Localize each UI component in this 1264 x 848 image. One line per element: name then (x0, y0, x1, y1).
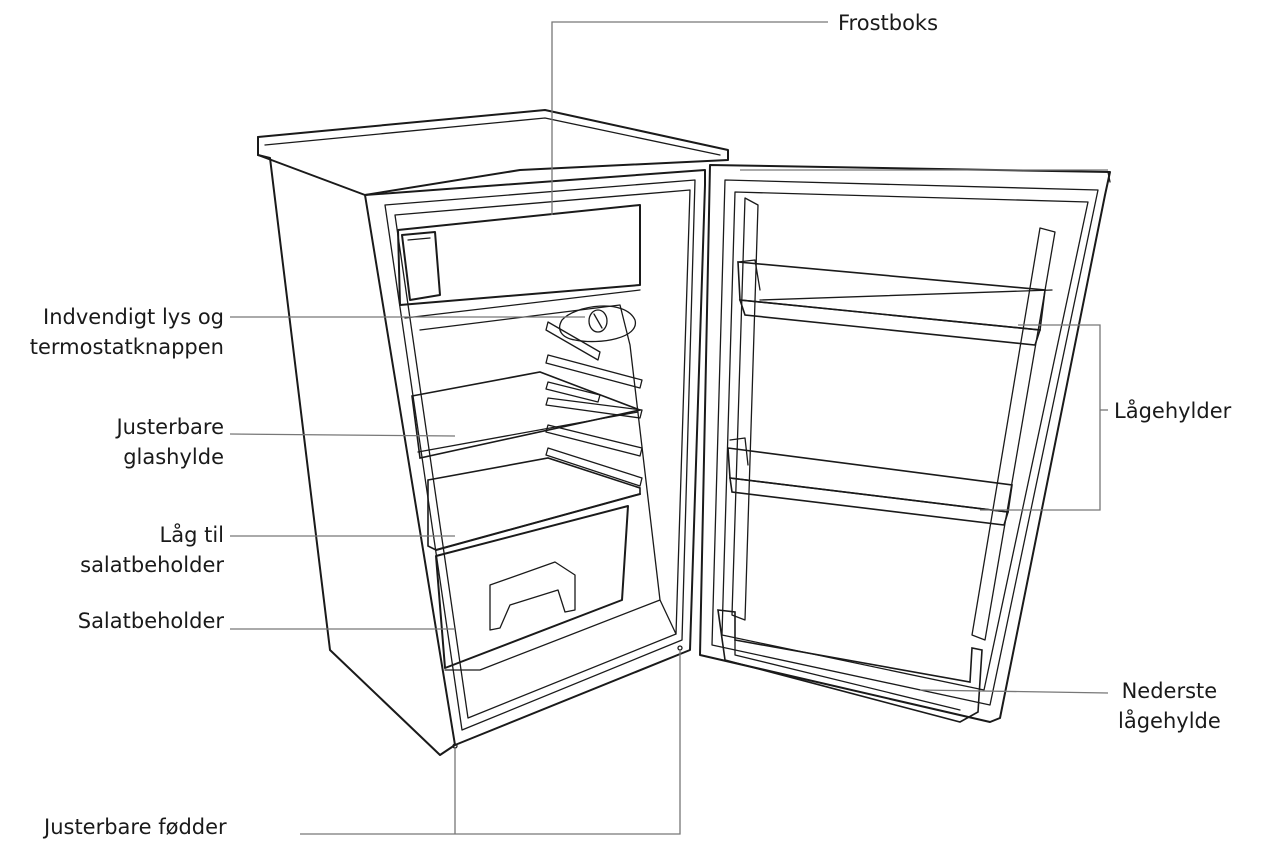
leader-bottom-shelf (920, 690, 1108, 693)
crisper-lid (428, 458, 640, 550)
label-freezer: Frostboks (838, 8, 938, 38)
label-adjustable-feet: Justerbare fødder (44, 812, 227, 842)
label-door-shelves: Lågehylder (1114, 396, 1231, 426)
label-crisper: Salatbeholder (78, 606, 224, 636)
label-bottom-door-shelf: Nederste lågehylde (1118, 676, 1221, 736)
crisper-drawer (436, 506, 628, 668)
label-crisper-lid: Låg til salatbeholder (80, 520, 224, 580)
door-shelf-upper (738, 260, 1045, 345)
label-light-thermostat: Indvendigt lys og termostatknappen (30, 302, 224, 362)
freezer-box (398, 205, 640, 318)
glass-shelf (412, 372, 640, 458)
leader-glass (230, 434, 455, 436)
leader-freezer (552, 22, 828, 215)
door-shelf-middle (728, 438, 1012, 525)
door (700, 165, 1110, 722)
cabinet (258, 110, 728, 755)
door-shelf-bottom (718, 610, 982, 722)
label-glass-shelf: Justerbare glashylde (116, 412, 224, 472)
